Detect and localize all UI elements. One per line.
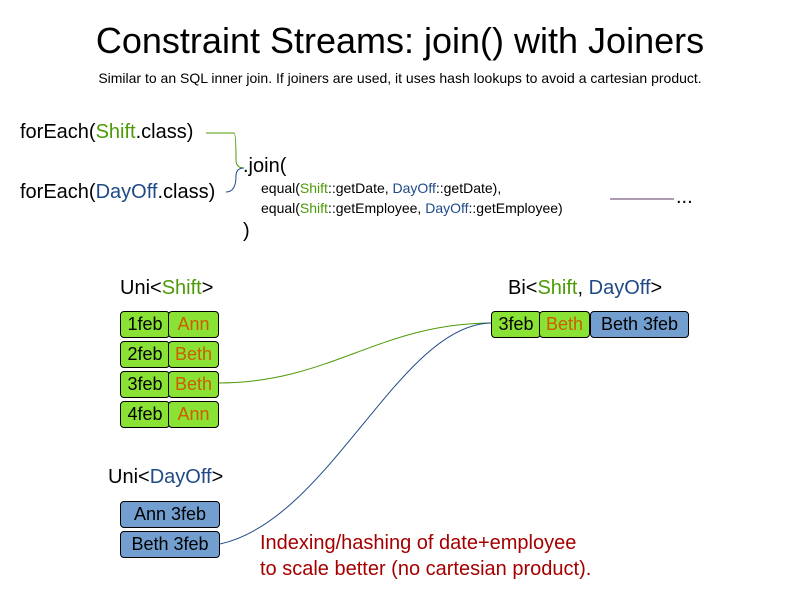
header-text: , bbox=[577, 277, 589, 299]
shift-class-name: Shift bbox=[299, 180, 328, 196]
shift-date-cell: 1feb bbox=[120, 311, 170, 338]
shift-date-cell: 2feb bbox=[120, 341, 170, 368]
code-text: ::getEmployee) bbox=[468, 200, 563, 216]
shift-type-name: Shift bbox=[161, 277, 202, 299]
shift-employee-cell: Ann bbox=[168, 311, 219, 338]
note-line: Indexing/hashing of date+employee bbox=[260, 532, 577, 554]
header-text: Uni< bbox=[108, 466, 150, 488]
shift-employee-cell: Beth bbox=[168, 341, 219, 368]
ellipsis: ... bbox=[676, 186, 693, 208]
note-line: to scale better (no cartesian product). bbox=[260, 558, 592, 580]
uni-shift-header: Uni<Shift> bbox=[120, 277, 213, 300]
dayoff-match-connector bbox=[219, 322, 493, 545]
code-text: .class) bbox=[135, 121, 194, 143]
code-text: equal( bbox=[261, 200, 300, 216]
code-text: forEach( bbox=[20, 181, 96, 203]
join-close: ) bbox=[243, 220, 250, 242]
dayoff-cell: Ann 3feb bbox=[120, 501, 220, 528]
shift-employee-cell: Beth bbox=[168, 371, 219, 398]
indexing-note: Indexing/hashing of date+employee to sca… bbox=[260, 530, 591, 582]
dayoff-type-name: DayOff bbox=[149, 466, 212, 488]
code-text: equal( bbox=[261, 180, 300, 196]
code-text: ::getDate, bbox=[327, 180, 393, 196]
uni-dayoff-header: Uni<DayOff> bbox=[108, 466, 223, 489]
shift-class-name: Shift bbox=[95, 121, 136, 143]
shift-type-name: Shift bbox=[537, 277, 578, 299]
code-text: .class) bbox=[157, 181, 216, 203]
dayoff-type-name: DayOff bbox=[588, 277, 651, 299]
dayoff-cell: Beth 3feb bbox=[120, 531, 220, 558]
dayoff-stream-connector bbox=[225, 167, 245, 193]
dayoff-class-name: DayOff bbox=[425, 200, 469, 216]
shift-date-cell: 4feb bbox=[120, 401, 170, 428]
header-text: Bi< bbox=[508, 277, 538, 299]
header-text: > bbox=[201, 277, 214, 299]
page-title: Constraint Streams: join() with Joiners bbox=[95, 20, 705, 61]
header-text: > bbox=[211, 466, 224, 488]
dayoff-class-name: DayOff bbox=[95, 181, 158, 203]
foreach-shift-line: forEach(Shift.class) bbox=[20, 121, 193, 144]
foreach-dayoff-line: forEach(DayOff.class) bbox=[20, 181, 215, 204]
code-text: forEach( bbox=[20, 121, 96, 143]
header-text: Uni< bbox=[120, 277, 162, 299]
code-text: ::getEmployee, bbox=[327, 200, 426, 216]
shift-employee-cell: Ann bbox=[168, 401, 219, 428]
equal-date-joiner: equal(Shift::getDate, DayOff::getDate), bbox=[261, 180, 501, 196]
bi-dayoff-cell: Beth 3feb bbox=[590, 311, 689, 338]
dayoff-class-name: DayOff bbox=[392, 180, 436, 196]
code-text: ::getDate), bbox=[435, 180, 502, 196]
shift-date-cell: 3feb bbox=[120, 371, 170, 398]
header-text: > bbox=[650, 277, 663, 299]
shift-match-connector bbox=[218, 322, 493, 384]
shift-stream-connector bbox=[206, 132, 245, 169]
page-subtitle: Similar to an SQL inner join. If joiners… bbox=[98, 70, 702, 86]
shift-class-name: Shift bbox=[299, 200, 328, 216]
bi-employee-cell: Beth bbox=[539, 311, 590, 338]
bi-date-cell: 3feb bbox=[491, 311, 541, 338]
bi-header: Bi<Shift, DayOff> bbox=[508, 277, 662, 300]
join-open: .join( bbox=[243, 155, 287, 177]
equal-employee-joiner: equal(Shift::getEmployee, DayOff::getEmp… bbox=[261, 200, 563, 216]
